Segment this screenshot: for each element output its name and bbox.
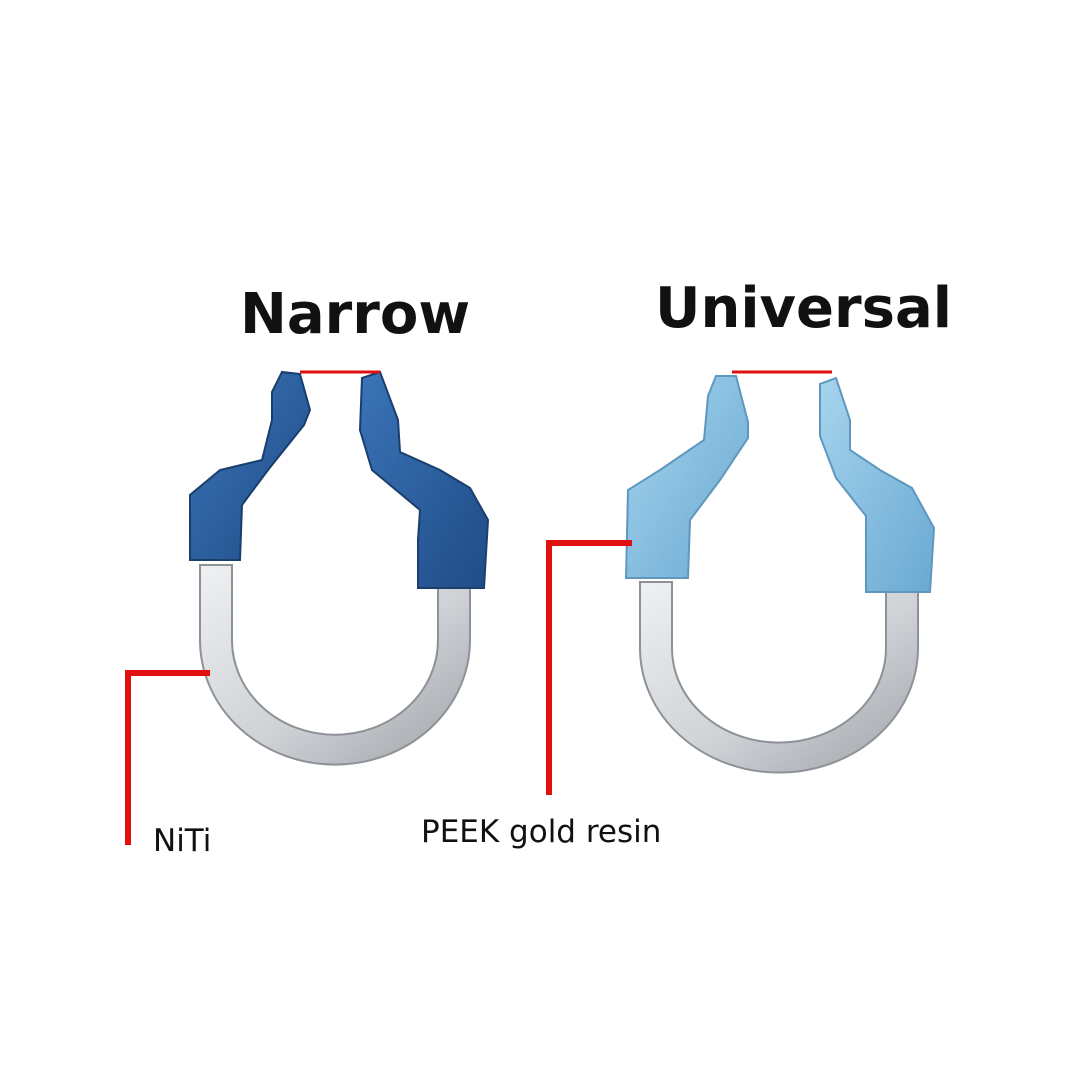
narrow-right-tip (358, 370, 490, 589)
heading-universal: Universal (655, 276, 952, 341)
narrow-ring-icon (189, 370, 490, 766)
universal-right-tip (819, 376, 936, 593)
universal-ring-icon (624, 370, 936, 774)
label-niti: NiTi (153, 823, 212, 859)
narrow-niti-band (199, 564, 471, 766)
heading-narrow: Narrow (240, 282, 471, 347)
universal-left-tip (624, 375, 749, 579)
peek-indicator-line (546, 540, 632, 795)
narrow-left-tip (189, 370, 312, 561)
niti-indicator-line (125, 670, 210, 845)
universal-niti-band (639, 581, 919, 774)
label-peek-gold-resin: PEEK gold resin (421, 814, 662, 850)
